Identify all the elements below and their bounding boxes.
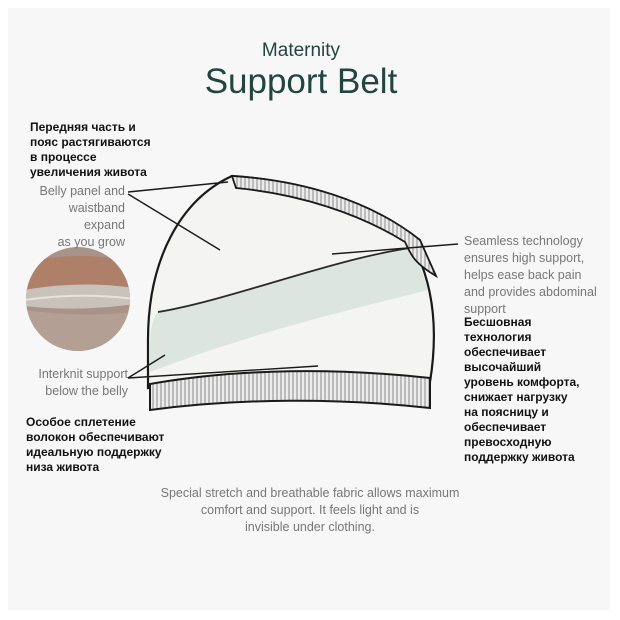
callout-belly-panel-en: Belly panel and waistband expand as you … xyxy=(39,184,125,249)
leader-line-seamless xyxy=(331,243,459,255)
leader-line-interknit xyxy=(127,365,319,379)
leader-line-interknit-2 xyxy=(127,354,166,379)
leader-line-belly-panel-2 xyxy=(127,193,221,251)
title-line-support-belt: Support Belt xyxy=(204,62,398,101)
title-line-maternity: Maternity xyxy=(261,40,341,61)
callout-interknit-en: Interknit support below the belly xyxy=(38,367,128,398)
bottom-band-ribbing xyxy=(149,370,431,412)
top-waistband-ribbing xyxy=(230,175,438,279)
fabric-thumbnail-image xyxy=(26,247,130,351)
callout-belly-panel-ru: Передняя часть и пояс растягиваются в пр… xyxy=(30,120,151,179)
leader-line-belly-panel xyxy=(127,181,229,193)
callout-seamless-ru: Бесшовная технология обеспечивает высоча… xyxy=(464,315,580,464)
callout-interknit-ru: Особое сплетение волокон обеспечивают ид… xyxy=(26,415,165,474)
callout-seamless-en: Seamless technology ensures high support… xyxy=(464,234,597,316)
footer-description: Special stretch and breathable fabric al… xyxy=(160,486,460,534)
belt-inner-panel xyxy=(150,248,428,372)
